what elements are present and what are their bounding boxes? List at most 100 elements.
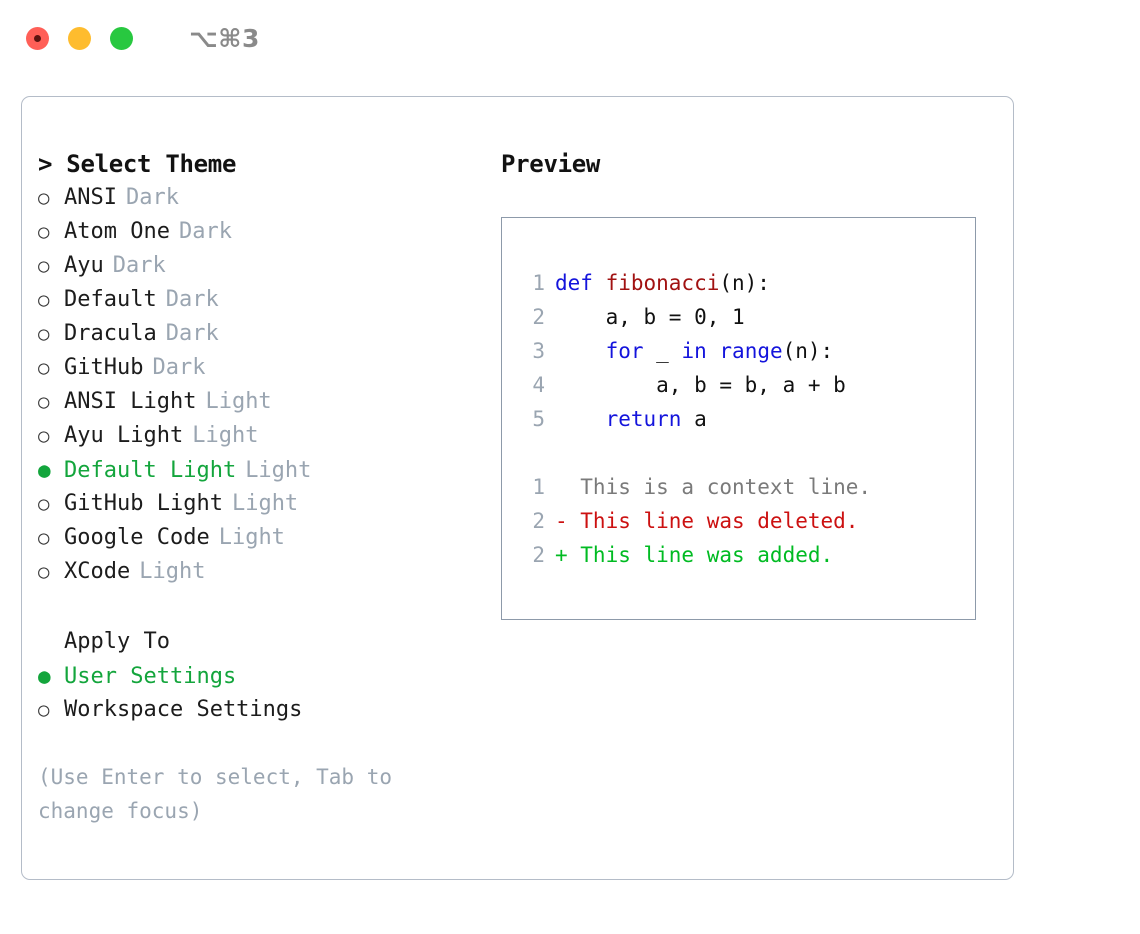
radio-unselected-icon[interactable]: ○ <box>38 425 50 447</box>
line-number: 5 <box>532 407 545 431</box>
code-line: 2 a, b = 0, 1 <box>519 300 871 334</box>
keyboard-shortcut-label: ⌥⌘3 <box>189 23 260 53</box>
code-token: a <box>681 407 707 431</box>
theme-option-ansi-light[interactable]: ○ ANSI Light Light <box>38 385 478 419</box>
theme-option-tag: Light <box>205 389 272 414</box>
radio-unselected-icon[interactable]: ○ <box>38 255 50 277</box>
radio-unselected-icon[interactable]: ○ <box>38 699 50 721</box>
apply-to-option-label: Workspace Settings <box>64 697 303 722</box>
line-number: 4 <box>532 373 545 397</box>
code-token: a, b = b, a + b <box>555 373 846 397</box>
theme-option-tag: Dark <box>165 287 219 312</box>
apply-to-option-workspace-settings[interactable]: ○ Workspace Settings <box>38 693 478 727</box>
radio-unselected-icon[interactable]: ○ <box>38 527 50 549</box>
radio-unselected-icon[interactable]: ○ <box>38 561 50 583</box>
theme-option-tag: Light <box>245 458 312 483</box>
code-token <box>555 407 606 431</box>
radio-unselected-icon[interactable]: ○ <box>38 357 50 379</box>
code-token: (n): <box>719 271 770 295</box>
code-line: 3 for _ in range(n): <box>519 334 871 368</box>
code-token: def <box>555 271 606 295</box>
radio-selected-icon[interactable]: ● <box>38 664 51 688</box>
line-number: 2 <box>532 509 545 533</box>
maximize-button-icon[interactable] <box>110 26 133 50</box>
apply-to-heading: Apply To <box>64 629 170 654</box>
code-line: 5 return a <box>519 402 871 436</box>
code-token: a, b = 0, 1 <box>555 305 745 329</box>
minimize-button-icon[interactable] <box>68 26 91 50</box>
radio-unselected-icon[interactable]: ○ <box>38 493 50 515</box>
theme-option-label: GitHub <box>64 355 144 380</box>
code-token: _ <box>643 339 682 363</box>
theme-option-label: ANSI Light <box>64 389 197 414</box>
preview-title: Preview <box>501 150 601 178</box>
apply-to-option-user-settings[interactable]: ● User Settings <box>38 659 478 693</box>
code-token: fibonacci <box>605 271 720 295</box>
radio-unselected-icon[interactable]: ○ <box>38 221 50 243</box>
code-token <box>707 339 720 363</box>
traffic-lights <box>26 26 133 50</box>
theme-option-tag: Dark <box>112 253 166 278</box>
radio-unselected-icon[interactable]: ○ <box>38 391 50 413</box>
radio-unselected-icon[interactable]: ○ <box>38 289 50 311</box>
theme-option-label: Atom One <box>64 219 170 244</box>
diff-text: + This line was added. <box>555 543 834 567</box>
title-bar: ⌥⌘3 <box>0 0 1140 76</box>
theme-option-xcode[interactable]: ○ XCode Light <box>38 555 478 589</box>
theme-option-label: Ayu <box>64 253 104 278</box>
theme-option-tag: Dark <box>152 355 206 380</box>
code-line: 4 a, b = b, a + b <box>519 368 871 402</box>
theme-option-tag: Light <box>231 491 299 516</box>
radio-selected-icon[interactable]: ● <box>38 458 51 482</box>
theme-option-atom-one[interactable]: ○ Atom One Dark <box>38 215 478 249</box>
apply-to-option-label: User Settings <box>64 664 237 689</box>
theme-option-github[interactable]: ○ GitHub Dark <box>38 351 478 385</box>
code-token: in <box>681 339 707 363</box>
code-token: range <box>719 339 783 363</box>
theme-option-tag: Light <box>192 423 259 448</box>
keyboard-hint-text: (Use Enter to select, Tab to change focu… <box>38 765 405 823</box>
theme-option-ayu[interactable]: ○ Ayu Dark <box>38 249 478 283</box>
code-blank-line <box>519 436 871 470</box>
code-token: (n): <box>782 339 834 363</box>
section-spacer <box>38 589 478 625</box>
diff-line: 2 + This line was added. <box>519 538 871 572</box>
theme-option-tag: Light <box>139 559 206 584</box>
theme-option-label: XCode <box>64 559 131 584</box>
theme-option-default-light[interactable]: ● Default Light Light <box>38 453 478 487</box>
theme-option-label: ANSI <box>64 185 117 210</box>
theme-option-tag: Dark <box>165 321 219 346</box>
theme-option-label: Default Light <box>64 458 237 483</box>
diff-text: This is a context line. <box>555 475 872 499</box>
close-button-icon[interactable] <box>26 26 49 50</box>
diff-line: 1 This is a context line. <box>519 470 871 504</box>
line-number: 2 <box>532 543 545 567</box>
code-token <box>555 339 606 363</box>
line-number: 1 <box>532 475 545 499</box>
theme-option-dracula[interactable]: ○ Dracula Dark <box>38 317 478 351</box>
radio-unselected-icon[interactable]: ○ <box>38 187 50 209</box>
theme-option-tag: Dark <box>178 219 232 244</box>
code-token: for <box>605 339 644 363</box>
radio-unselected-icon[interactable]: ○ <box>38 323 50 345</box>
apply-to-list[interactable]: ● User Settings ○ Workspace Settings <box>38 659 478 727</box>
page-title: > Select Theme <box>38 150 237 178</box>
line-number: 3 <box>532 339 545 363</box>
diff-line: 2 - This line was deleted. <box>519 504 871 538</box>
diff-text: - This line was deleted. <box>555 509 859 533</box>
theme-option-label: Dracula <box>64 321 157 346</box>
theme-option-label: Google Code <box>64 525 210 550</box>
